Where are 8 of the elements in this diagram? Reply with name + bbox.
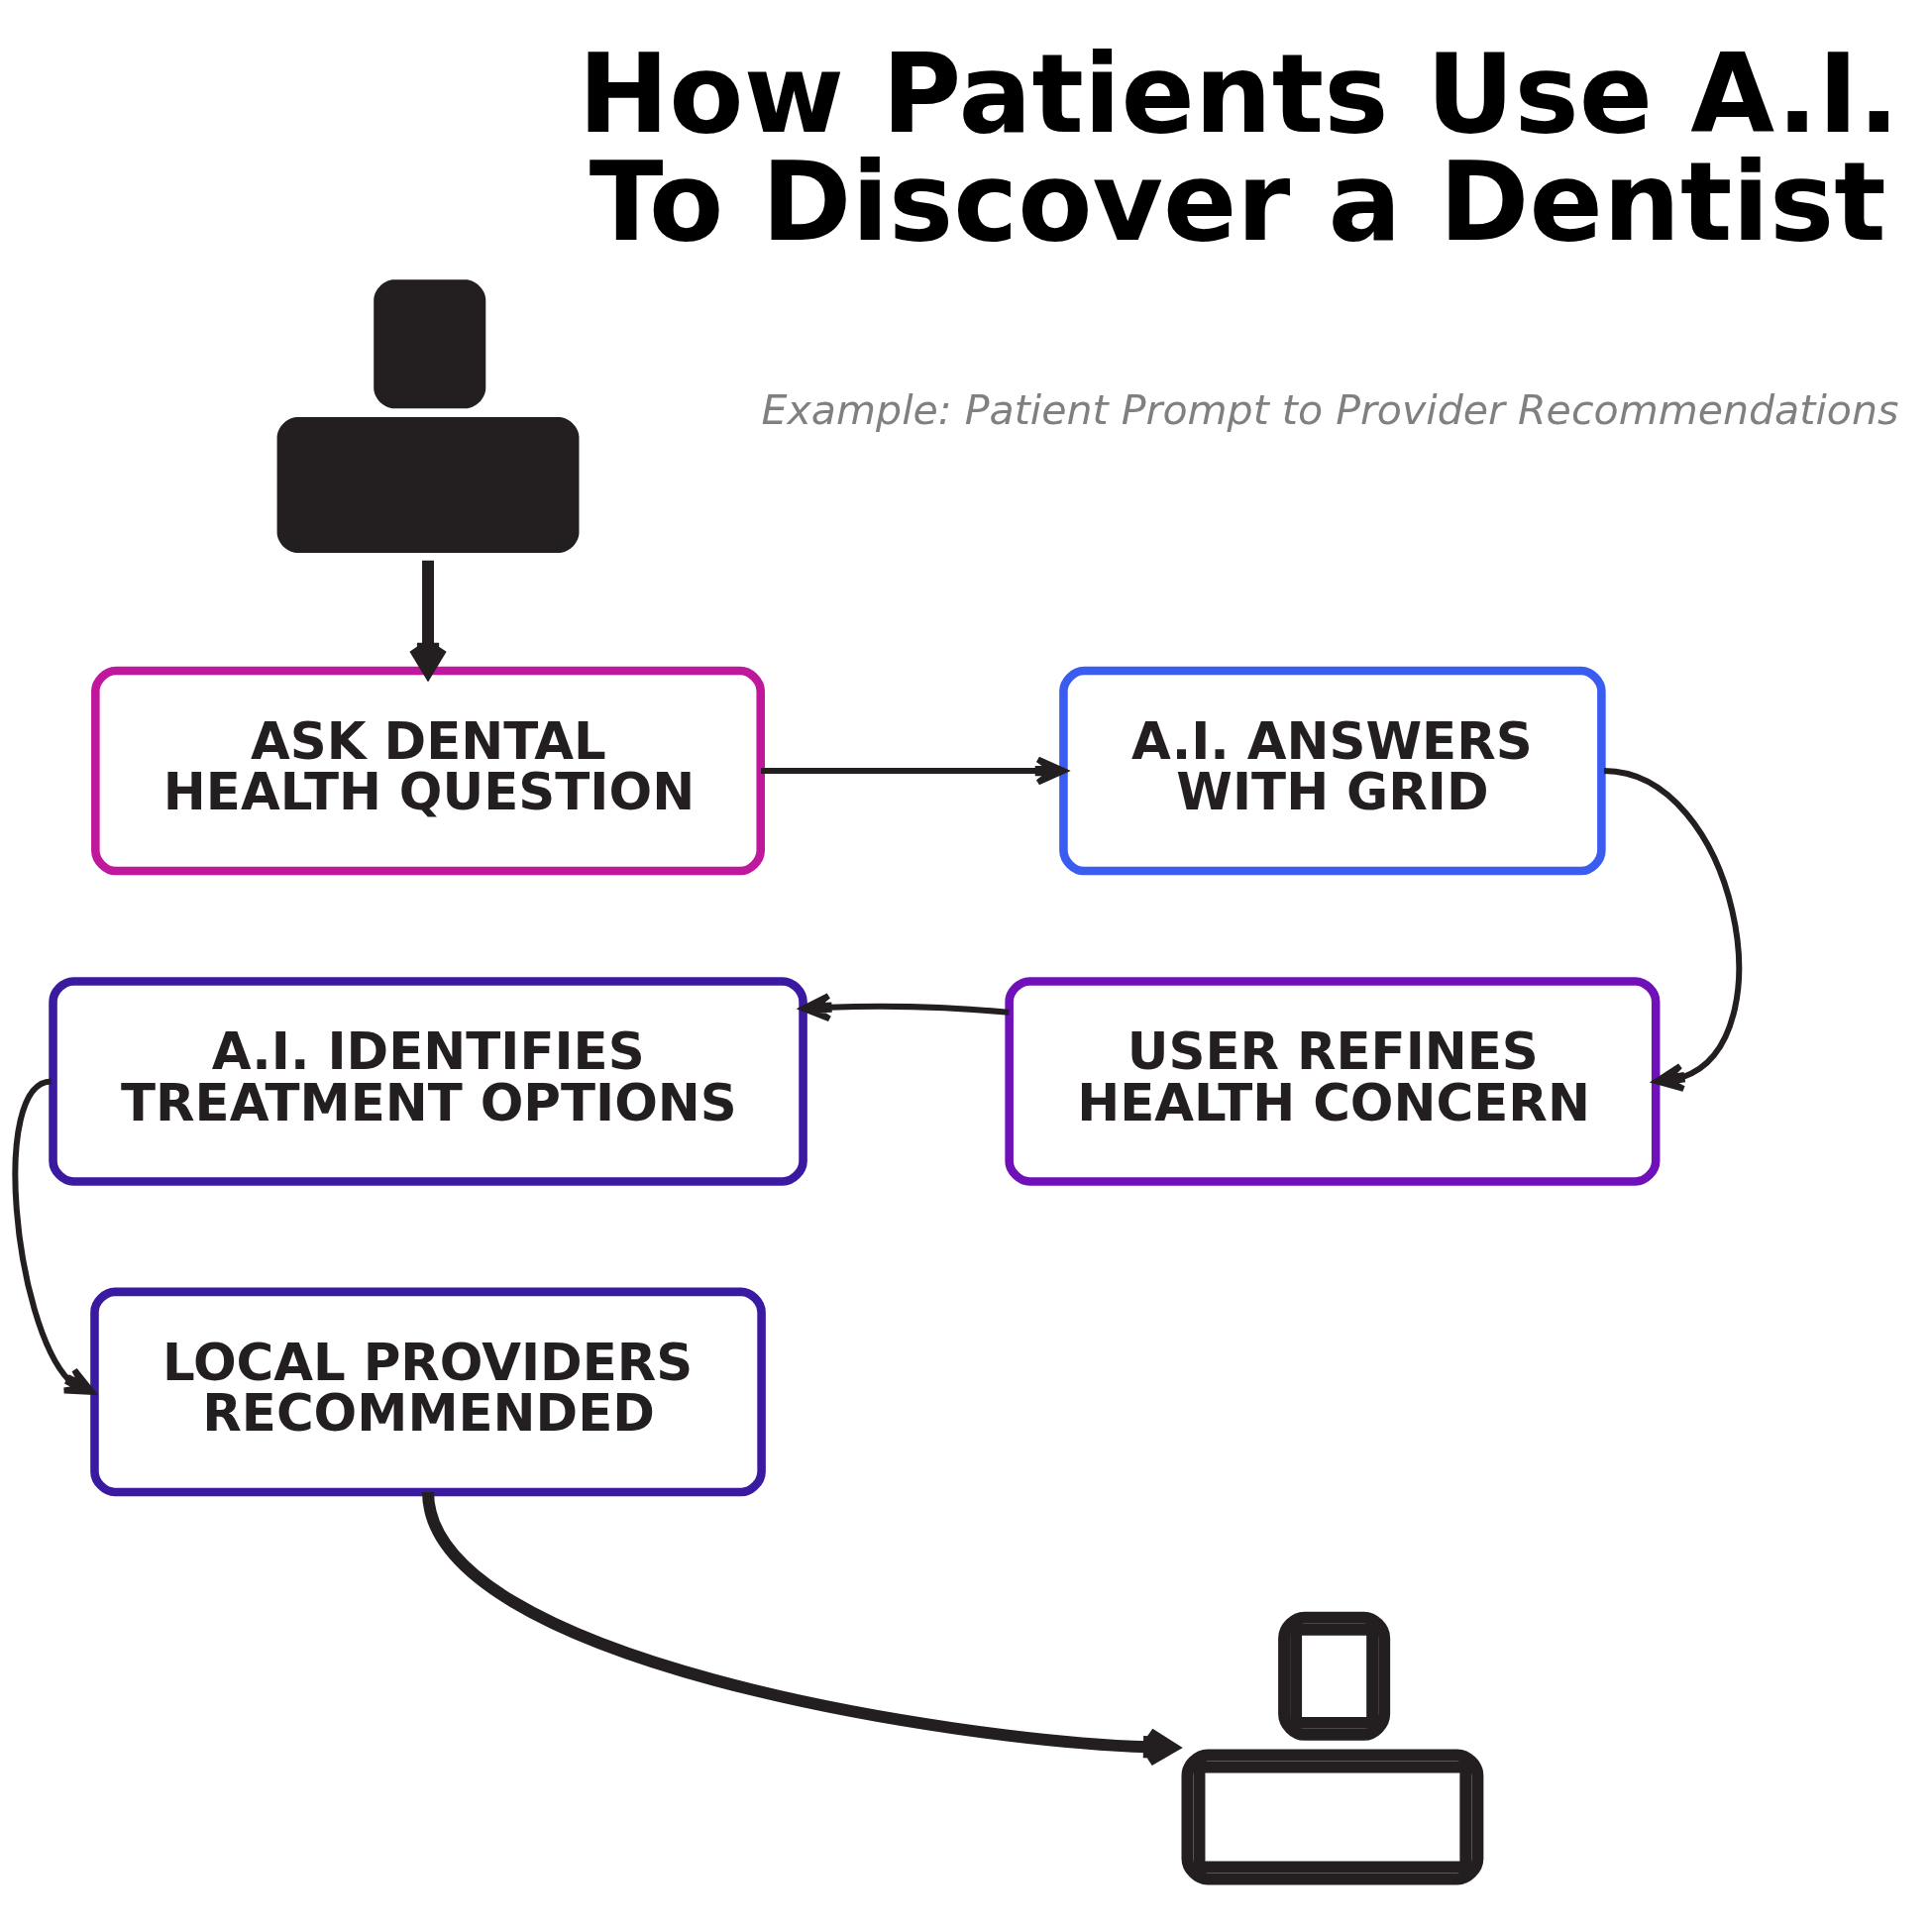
node-box: USER REFINES HEALTH CONCERN bbox=[1005, 977, 1661, 1186]
node-box: LOCAL PROVIDERS RECOMMENDED bbox=[90, 1287, 766, 1497]
diagram-title: How Patients Use A.I. To Discover a Dentist bbox=[578, 30, 1900, 267]
arrow bbox=[1603, 768, 1742, 1092]
label: Example: Patient Prompt to Provider Recommendations bbox=[761, 386, 1899, 435]
node-box: A.I. IDENTIFIES TREATMENT OPTIONS bbox=[49, 977, 807, 1186]
node-box: A.I. ANSWERS WITH GRID bbox=[1059, 666, 1606, 876]
node-box: ASK DENTAL HEALTH QUESTION bbox=[91, 666, 765, 876]
